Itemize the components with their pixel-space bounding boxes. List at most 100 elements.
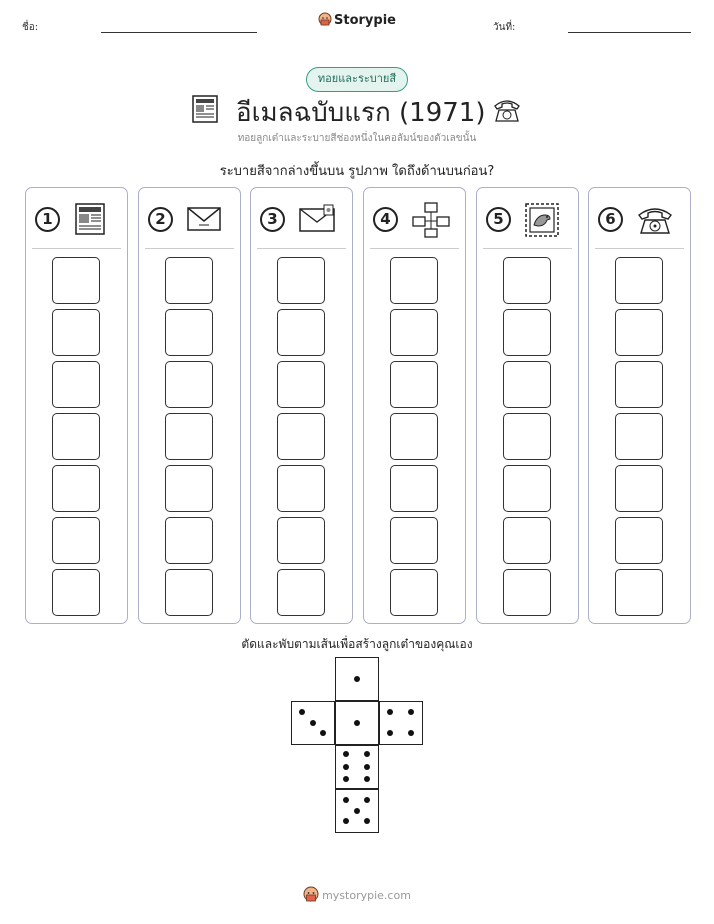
postcard-icon <box>299 204 335 232</box>
color-cell[interactable] <box>52 517 100 564</box>
dice-pip <box>363 797 370 804</box>
dice-pip <box>363 775 370 782</box>
footer-url[interactable]: mystorypie.com <box>322 889 411 902</box>
color-cell[interactable] <box>277 465 325 512</box>
color-cell[interactable] <box>390 257 438 304</box>
name-label: ชื่อ: <box>22 22 39 33</box>
color-cell[interactable] <box>165 569 213 616</box>
color-cell[interactable] <box>390 309 438 356</box>
dice-pip <box>309 719 316 726</box>
column-6: 6 <box>588 187 691 624</box>
column-2: 2 <box>138 187 241 624</box>
date-line[interactable] <box>568 32 691 33</box>
color-cell[interactable] <box>277 361 325 408</box>
dice-pip <box>353 719 360 726</box>
dice-pip <box>343 763 350 770</box>
color-cell[interactable] <box>615 465 663 512</box>
column-3: 3 <box>250 187 353 624</box>
column-divider <box>483 248 572 249</box>
color-cell[interactable] <box>503 257 551 304</box>
dice-face-3 <box>291 701 335 745</box>
newspaper-icon <box>75 203 105 235</box>
dice-pip <box>407 729 414 736</box>
dice-pip <box>353 807 360 814</box>
column-divider <box>145 248 234 249</box>
dice-face-1 <box>335 657 379 701</box>
network-icon <box>412 202 450 238</box>
color-cell[interactable] <box>52 569 100 616</box>
dice-face-5 <box>335 789 379 833</box>
color-cell[interactable] <box>503 413 551 460</box>
column-number: 3 <box>260 207 285 232</box>
color-cell[interactable] <box>165 465 213 512</box>
envelope-icon <box>187 207 221 231</box>
column-divider <box>32 248 121 249</box>
dice-pip <box>387 729 394 736</box>
color-cell[interactable] <box>165 413 213 460</box>
newspaper-icon <box>192 95 218 123</box>
title-row: อีเมลฉบับแรก (1971) <box>0 92 714 128</box>
color-cell[interactable] <box>615 309 663 356</box>
dice-pip <box>353 675 360 682</box>
color-cell[interactable] <box>503 361 551 408</box>
column-number: 4 <box>373 207 398 232</box>
color-cell[interactable] <box>503 517 551 564</box>
color-cell[interactable] <box>277 257 325 304</box>
color-cell[interactable] <box>52 309 100 356</box>
color-cell[interactable] <box>390 361 438 408</box>
color-cell[interactable] <box>615 361 663 408</box>
color-cell[interactable] <box>277 309 325 356</box>
color-cell[interactable] <box>277 413 325 460</box>
color-cell[interactable] <box>390 465 438 512</box>
dice-face-1 <box>335 701 379 745</box>
brand-name: Storypie <box>334 13 396 28</box>
column-1: 1 <box>25 187 128 624</box>
rotary-phone-icon <box>494 100 520 122</box>
dice-pip <box>363 763 370 770</box>
stamp-icon <box>525 203 559 237</box>
date-label: วันที่: <box>493 22 516 33</box>
dice-pip <box>343 775 350 782</box>
color-cell[interactable] <box>615 517 663 564</box>
color-cell[interactable] <box>390 569 438 616</box>
page-title: อีเมลฉบับแรก (1971) <box>236 98 486 128</box>
column-number: 2 <box>148 207 173 232</box>
color-cell[interactable] <box>277 569 325 616</box>
color-cell[interactable] <box>615 569 663 616</box>
color-cell[interactable] <box>390 413 438 460</box>
dice-pip <box>343 817 350 824</box>
color-cell[interactable] <box>165 309 213 356</box>
storypie-mascot-icon <box>318 12 332 26</box>
question: ระบายสีจากล่างขึ้นบน รูปภาพ ใดถึงด้านบนก… <box>219 164 495 179</box>
dice-pip <box>363 751 370 758</box>
color-cell[interactable] <box>277 517 325 564</box>
dice-face-6 <box>335 745 379 789</box>
color-cell[interactable] <box>52 413 100 460</box>
color-cell[interactable] <box>503 465 551 512</box>
color-cell[interactable] <box>615 257 663 304</box>
color-cell[interactable] <box>390 517 438 564</box>
dice-pip <box>387 709 394 716</box>
column-divider <box>370 248 459 249</box>
color-cell[interactable] <box>165 257 213 304</box>
rotary-phone-icon <box>638 208 672 234</box>
storypie-mascot-icon <box>303 886 319 902</box>
brand-logo: Storypie <box>0 12 714 28</box>
color-cell[interactable] <box>52 257 100 304</box>
color-cell[interactable] <box>52 465 100 512</box>
column-4: 4 <box>363 187 466 624</box>
dice-face-4 <box>379 701 423 745</box>
name-line[interactable] <box>101 32 257 33</box>
color-cell[interactable] <box>503 569 551 616</box>
color-cell[interactable] <box>165 517 213 564</box>
color-cell[interactable] <box>52 361 100 408</box>
column-number: 1 <box>35 207 60 232</box>
footer: mystorypie.com <box>0 886 714 902</box>
activity-tag: ทอยและระบายสี <box>306 67 408 92</box>
column-5: 5 <box>476 187 579 624</box>
color-cell[interactable] <box>503 309 551 356</box>
color-cell[interactable] <box>165 361 213 408</box>
color-cell[interactable] <box>615 413 663 460</box>
dice-caption: ตัดและพับตามเส้นเพื่อสร้างลูกเต๋าของคุณเ… <box>241 637 473 651</box>
dice-pip <box>407 709 414 716</box>
